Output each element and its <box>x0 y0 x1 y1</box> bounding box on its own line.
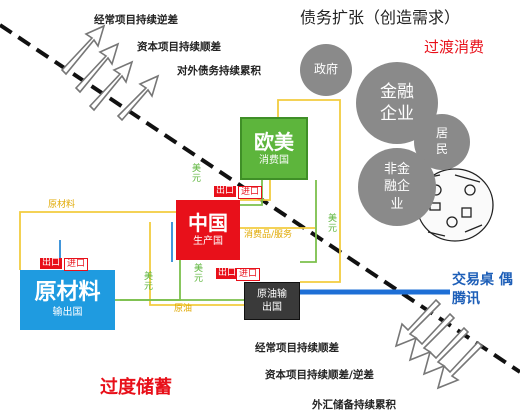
down-arrow <box>436 340 484 390</box>
label-products: 消费品/服务 <box>244 230 293 240</box>
box-oil-label: 原油输出国 <box>257 288 287 314</box>
circle-government-label: 政府 <box>313 62 338 77</box>
down-arrow <box>408 312 456 362</box>
label-export-raw: 出口 <box>40 258 63 269</box>
top-title: 债务扩张（创造需求） <box>300 8 461 27</box>
bottom-note-1: 经常项目持续顺差 <box>255 342 339 354</box>
top-note-3: 对外债务持续累积 <box>177 65 261 77</box>
down-arrow <box>394 298 442 348</box>
circle-financial-label: 金融企业 <box>380 81 414 124</box>
up-arrow <box>88 60 134 112</box>
up-arrow <box>74 42 120 94</box>
box-china: 中国 生产国 <box>176 200 240 260</box>
up-arrow <box>116 74 160 122</box>
flow-raw-to-china <box>19 211 176 270</box>
label-import-raw: 进口 <box>64 258 89 271</box>
circle-government: 政府 <box>300 44 352 96</box>
down-arrow <box>422 326 470 376</box>
label-crude: 原油 <box>174 304 193 314</box>
top-tag: 过渡消费 <box>424 38 485 56</box>
top-note-1: 经常项目持续逆差 <box>94 14 178 26</box>
box-western-sub: 消费国 <box>259 154 289 166</box>
flow-china-to-oil <box>149 222 244 306</box>
up-arrow <box>60 24 106 76</box>
label-export-china-bottom: 出口 <box>216 268 239 279</box>
box-oil: 原油输出国 <box>244 282 300 320</box>
box-western-title: 欧美 <box>254 129 294 154</box>
circle-nonfinancial-label: 非金融企业 <box>383 161 410 212</box>
box-western: 欧美 消费国 <box>240 117 308 180</box>
bottom-note-2: 资本项目持续顺差/逆差 <box>265 369 374 381</box>
label-usd-west: 美元 <box>192 164 202 184</box>
label-usd-oil: 美元 <box>328 214 338 234</box>
bottom-note-3: 外汇储备持续累积 <box>312 399 396 411</box>
label-usd-china-raw: 美元 <box>194 264 204 284</box>
flow-oil-to-west <box>277 99 341 283</box>
flow-west-to-china <box>240 180 271 201</box>
circle-resident-label: 居民 <box>435 126 448 156</box>
box-raw-material: 原材料 输出国 <box>20 270 115 330</box>
label-export-china-top: 出口 <box>214 186 237 197</box>
flow-usd-oil <box>300 180 317 263</box>
box-china-title: 中国 <box>188 211 228 235</box>
watermark-text: 交易桌 偶腾讯 <box>452 272 513 307</box>
box-china-sub: 生产国 <box>193 236 223 247</box>
circle-nonfinancial-enterprise: 非金融企业 <box>358 148 436 226</box>
box-raw-sub: 输出国 <box>52 307 83 318</box>
label-import-china-top: 进口 <box>238 186 263 199</box>
consumer-doodle <box>416 168 494 242</box>
up-arrows <box>60 24 160 122</box>
down-arrows <box>394 298 484 390</box>
label-usd-raw: 美元 <box>144 272 154 292</box>
label-raw-material-flow: 原材料 <box>48 200 76 210</box>
top-note-2: 资本项目持续顺差 <box>137 41 221 53</box>
box-raw-title: 原材料 <box>34 280 101 305</box>
bottom-tag: 过度储蓄 <box>100 377 172 398</box>
label-import-china-bottom: 进口 <box>236 268 261 281</box>
